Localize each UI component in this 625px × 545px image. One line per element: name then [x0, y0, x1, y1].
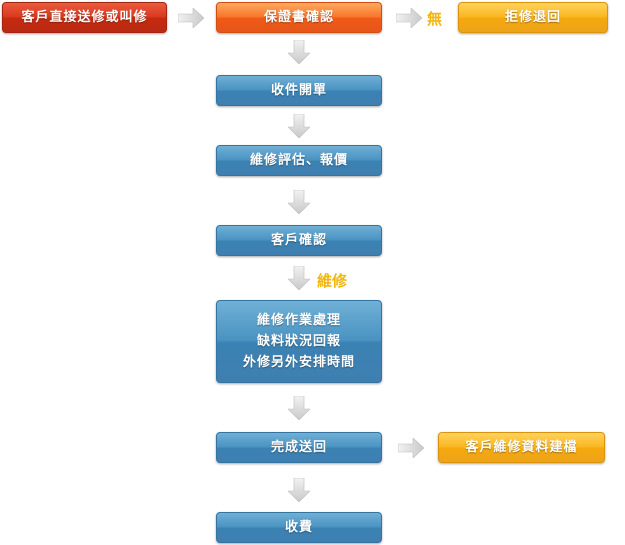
node-charge-label: 收費	[284, 519, 313, 535]
node-repair-process-line-3: 外修另外安排時間	[242, 355, 355, 370]
label-none: 無	[427, 10, 443, 28]
node-complete-return: 完成送回	[216, 432, 382, 463]
arrow-right-icon	[398, 438, 424, 458]
arrow-down-icon	[288, 40, 310, 64]
node-customer-record-label: 客戶維修資料建檔	[465, 439, 578, 455]
node-receive-order-label: 收件開單	[270, 82, 327, 98]
node-warranty-confirm-label: 保證書確認	[263, 9, 334, 25]
label-repair: 維修	[317, 272, 348, 290]
node-reject-return: 拒修退回	[458, 2, 608, 33]
node-customer-confirm-label: 客戶確認	[270, 232, 327, 248]
node-customer-send: 客戶直接送修或叫修	[2, 2, 167, 33]
node-evaluate-quote-label: 維修評估、報價	[249, 152, 348, 168]
node-warranty-confirm: 保證書確認	[216, 2, 382, 33]
arrow-down-icon	[288, 266, 310, 290]
arrow-down-icon	[288, 478, 310, 502]
node-repair-process-line-2: 缺料狀況回報	[256, 334, 341, 349]
node-repair-process-line-1: 維修作業處理	[256, 313, 341, 328]
arrow-right-icon	[396, 8, 422, 28]
node-customer-send-label: 客戶直接送修或叫修	[21, 9, 148, 25]
node-charge: 收費	[216, 512, 382, 543]
node-reject-return-label: 拒修退回	[504, 9, 561, 25]
arrow-down-icon	[288, 114, 310, 138]
node-evaluate-quote: 維修評估、報價	[216, 145, 382, 176]
node-customer-record: 客戶維修資料建檔	[438, 432, 605, 463]
node-receive-order: 收件開單	[216, 75, 382, 106]
arrow-right-icon	[178, 8, 204, 28]
node-repair-process: 維修作業處理 缺料狀況回報 外修另外安排時間	[216, 300, 382, 383]
arrow-down-icon	[288, 396, 310, 420]
node-complete-return-label: 完成送回	[270, 439, 327, 455]
arrow-down-icon	[288, 190, 310, 214]
node-customer-confirm: 客戶確認	[216, 225, 382, 256]
